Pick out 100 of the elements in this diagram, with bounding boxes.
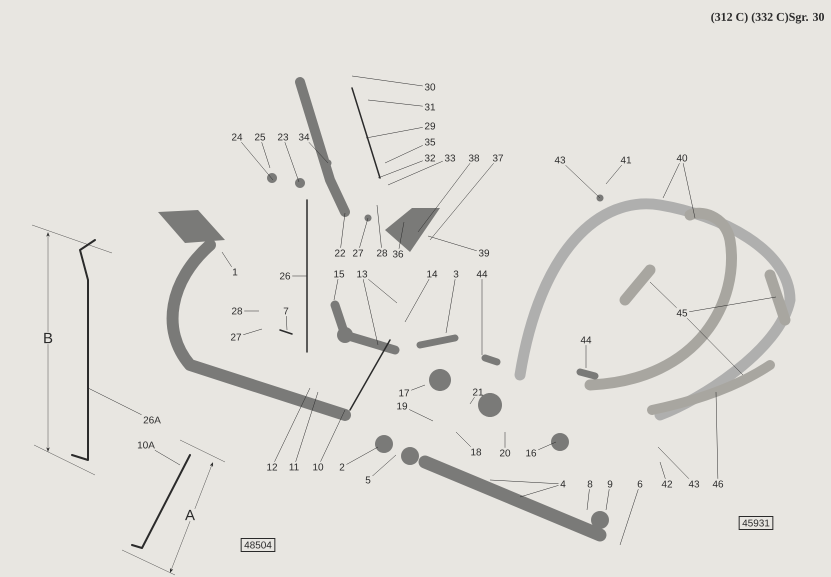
callout-number: 26: [280, 272, 290, 280]
leader-line: [366, 127, 424, 138]
callout-number: 43: [554, 156, 566, 164]
reference-box: 45931: [738, 516, 774, 530]
callout-number: 2: [340, 464, 344, 470]
leader-line: [372, 454, 396, 476]
callout-number: 41: [620, 156, 632, 164]
leader-line: [660, 462, 666, 480]
callout-number: 45: [676, 310, 688, 316]
leader-line: [368, 100, 424, 106]
callout-number: 3: [454, 270, 458, 278]
callout-number: 35: [424, 138, 436, 146]
leader-line: [682, 162, 696, 218]
callout-number: 9: [608, 480, 612, 488]
callout-number: 31: [424, 103, 436, 111]
leader-line: [286, 316, 288, 330]
leader-line: [244, 310, 260, 312]
callout-number: 21: [472, 388, 484, 396]
callout-number: 43: [688, 480, 700, 488]
callout-number: 36: [392, 250, 404, 258]
leader-line: [334, 278, 338, 300]
leader-line: [384, 145, 424, 164]
leader-line: [368, 278, 398, 304]
leader-line: [261, 142, 270, 168]
leader-line: [520, 485, 559, 498]
leader-line: [658, 446, 690, 480]
leader-line: [538, 442, 556, 450]
callout-number: 22: [334, 250, 346, 256]
leader-line: [490, 480, 559, 484]
callout-number: 14: [427, 270, 438, 278]
callout-number: 6: [638, 480, 642, 488]
leader-line: [284, 142, 300, 182]
leader-line: [376, 204, 382, 248]
leader-line: [295, 392, 318, 462]
callout-number: 32: [424, 154, 436, 162]
callout-number: 38: [468, 154, 480, 162]
leader-line: [308, 142, 328, 164]
callout-number: 23: [278, 133, 288, 141]
callout-number: 26A: [144, 416, 161, 424]
callout-number: 40: [676, 154, 688, 162]
leader-line: [686, 318, 744, 376]
leader-line: [565, 164, 600, 198]
leader-line: [606, 164, 622, 184]
callout-number: 33: [444, 154, 456, 162]
leader-line: [222, 252, 232, 268]
leader-line: [352, 76, 424, 86]
callout-number: 34: [298, 133, 310, 141]
callout-number: 27: [352, 250, 364, 256]
leader-line: [428, 236, 478, 252]
callout-number: 19: [397, 402, 408, 410]
leader-line: [662, 162, 680, 198]
callout-number: 42: [662, 480, 672, 488]
callout-number: 28: [376, 249, 388, 257]
callout-number: 10A: [138, 441, 155, 449]
callout-number: 46: [712, 480, 724, 488]
leader-line: [411, 384, 426, 390]
callout-number: 15: [334, 270, 344, 278]
leader-line: [320, 410, 346, 462]
leader-line: [362, 278, 378, 346]
callout-number: 25: [254, 133, 266, 141]
callout-number: 29: [424, 122, 436, 130]
callout-number: 1: [233, 268, 238, 276]
leader-line: [620, 488, 639, 546]
leader-line: [243, 328, 262, 336]
leader-line: [154, 450, 180, 466]
leader-line: [404, 278, 430, 322]
dimension-letter: B: [42, 332, 54, 344]
callout-number: 5: [366, 476, 370, 484]
callout-number: 11: [290, 464, 299, 470]
callout-number: 44: [476, 270, 488, 278]
leader-line: [470, 396, 475, 404]
callout-number: 4: [560, 480, 566, 488]
callout-number: 28: [232, 307, 242, 315]
leader-line: [340, 212, 346, 248]
callout-number: 44: [580, 336, 592, 344]
callout-number: 12: [267, 464, 278, 470]
callout-number: 8: [588, 480, 592, 488]
callout-number: 13: [357, 270, 368, 278]
leader-line: [688, 296, 776, 312]
callout-number: 16: [526, 449, 536, 457]
callout-number: 10: [313, 463, 324, 471]
leader-line: [346, 446, 378, 465]
leader-line: [241, 142, 274, 180]
callout-number: 39: [478, 249, 490, 257]
leader-line: [586, 488, 590, 510]
leader-line: [409, 409, 434, 422]
callout-number: 37: [492, 154, 504, 162]
dimension-letter: A: [184, 508, 196, 522]
callout-number: 18: [471, 448, 482, 456]
leader-line: [274, 388, 310, 462]
leader-line: [378, 160, 424, 178]
page-heading: (312 C) (332 C)Sgr. 30: [711, 12, 824, 24]
callout-number: 17: [399, 390, 410, 396]
leader-line: [606, 488, 610, 510]
callout-number: 27: [230, 334, 242, 340]
leader-line: [650, 282, 677, 308]
leader-line: [418, 162, 470, 232]
callout-number: 24: [232, 134, 242, 140]
leader-line: [88, 388, 142, 416]
reference-box: 48504: [240, 538, 276, 552]
